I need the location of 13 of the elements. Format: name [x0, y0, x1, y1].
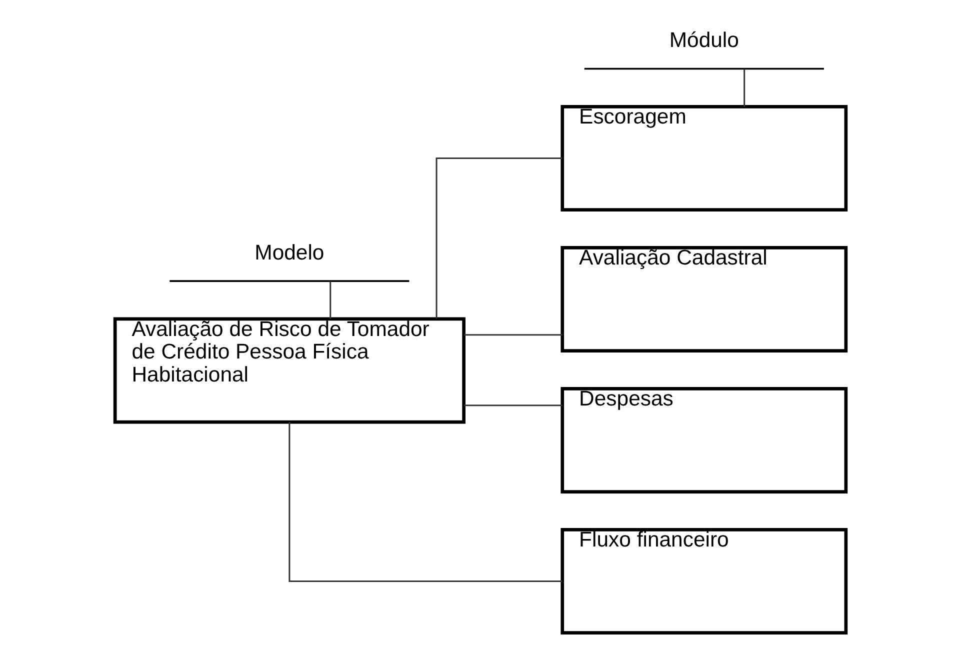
- node-box: Avaliação de Risco de Tomador de Crédito Pessoa Física Habitacional: [113, 317, 466, 424]
- node-box: Despesas: [560, 387, 848, 494]
- node-box: Fluxo financeiro: [560, 528, 848, 634]
- connector: [744, 69, 746, 106]
- node-box: Avaliação Cadastral: [560, 246, 848, 352]
- node-text: Módulo: [669, 29, 739, 52]
- node-text: Modelo: [254, 241, 324, 264]
- connector: [288, 422, 562, 582]
- connector: [330, 281, 332, 319]
- connector: [464, 404, 562, 406]
- node-box: Escoragem: [560, 105, 848, 212]
- connector: [464, 334, 562, 336]
- connector: [436, 157, 562, 319]
